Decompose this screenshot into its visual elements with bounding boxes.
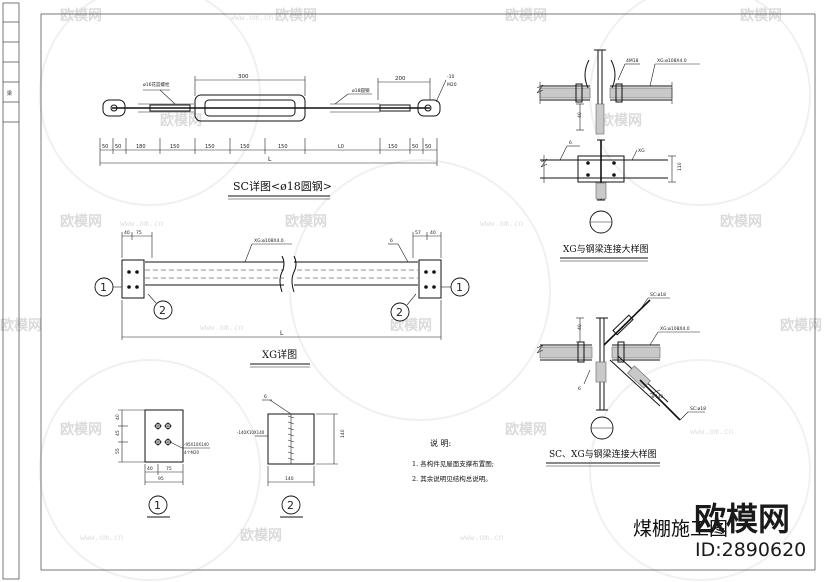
watermark-brand: 欧模网 — [740, 7, 782, 24]
xgbeam-detail-title: XG与钢梁连接大样图 — [563, 243, 649, 255]
sheet-border: 梁 — [2, 2, 816, 580]
xg-callout-1-left: 1 — [100, 281, 107, 294]
part2-tag-left: -140X10X140 — [237, 430, 265, 435]
watermark-url: www.om.cn — [690, 427, 734, 436]
watermark-brand: 欧模网 — [780, 317, 822, 334]
xgbeam-tag-xg: XG — [638, 148, 645, 154]
scxg-tag-xg: XG:ø108X4.0 — [660, 326, 690, 332]
sc-dim-bottom: 150 — [240, 144, 250, 150]
xg-detail: 40 75 57 40 XG:ø108X4.0 6 L 1 2 1 2 XG详图 — [94, 230, 470, 368]
watermark-url: www.om.cn — [230, 13, 274, 22]
xg-dim-left: 75 — [136, 230, 142, 236]
sc-dim-bottom: 150 — [205, 144, 215, 150]
sc-dim-bottom: 50 — [425, 144, 431, 150]
sc-dim-top-right: 200 — [395, 76, 406, 82]
watermark-brand: 欧模网 — [160, 112, 202, 129]
part1-dim-side: 55 — [115, 448, 121, 454]
sc-dim-bottom: 50 — [102, 144, 108, 150]
xg-dim-right: 40 — [430, 230, 436, 236]
drawing-title: 煤棚施工图 — [633, 518, 728, 540]
sc-dim-bottom: L0 — [338, 144, 344, 150]
watermark-brand: 欧模网 — [0, 317, 42, 334]
part1-label: 1 — [154, 499, 161, 512]
sc-detail-title: SC详图<ø18圆钢> — [233, 179, 332, 193]
sc-tag-mid: ø18圆钢 — [352, 87, 370, 94]
sc-xg-beam-detail: SC:ø18 XG:ø108X4.0 SC:ø18 -8-140 40 6 SC… — [536, 292, 706, 467]
sc-detail: 300 200 ø16花篮螺栓 ø18圆钢 -10 M20 — [99, 74, 457, 200]
part1-tag-bolts: 4个M20 — [184, 450, 200, 455]
watermark-brand: 欧模网 — [60, 7, 102, 24]
brand-id-label: ID:2890620 — [695, 539, 806, 561]
drawing-title-block: 煤棚施工图 欧模网 ID:2890620 — [633, 500, 806, 561]
xg-dim-left: 40 — [124, 230, 130, 236]
watermark-brand: 欧模网 — [240, 527, 282, 544]
sc-dim-bottom: 150 — [388, 144, 398, 150]
part-2: 6 -140X10X140 140 140 2 — [237, 394, 346, 518]
part1-dim-total: 95 — [158, 476, 164, 482]
sc-tag-right-top: -10 — [447, 74, 454, 80]
part1-dim-bottom: 75 — [166, 466, 172, 472]
notes: 说 明: 1. 各构件见屋面支撑布置图; 2. 其余说明见结构总说明。 — [412, 438, 494, 483]
watermark-brand: 欧模网 — [505, 421, 547, 438]
part1-dim-side: 40 — [115, 414, 121, 420]
part-1: 40 45 55 40 75 95 -95X10X140 4个M20 1 — [115, 409, 210, 518]
watermark-brand: 欧模网 — [60, 213, 102, 230]
sc-dim-total: L — [268, 156, 272, 163]
scxg-dim-left: 40 — [577, 324, 583, 330]
scxg-dim-a: 6 — [578, 386, 581, 392]
xgbeam-tag-pipe: XG:ø108X4.0 — [657, 58, 687, 64]
sc-tag-left: ø16花篮螺栓 — [143, 81, 170, 88]
xgbeam-tag-bolt: 4M18 — [626, 58, 639, 64]
xg-tag-right: 6 — [390, 238, 393, 244]
notes-item: 1. 各构件见屋面支撑布置图; — [412, 459, 494, 468]
part2-dim-bottom: 140 — [285, 476, 294, 482]
part1-dim-side: 45 — [115, 430, 121, 436]
sc-dim-bottom: 150 — [170, 144, 180, 150]
xgbeam-tag-weld: 6 — [569, 140, 572, 146]
xg-detail-title: XG详图 — [262, 348, 297, 361]
xgbeam-dim-side: 110 — [677, 162, 683, 171]
part2-dim-side: 140 — [340, 429, 346, 438]
scxg-tag-plate: -8-140 — [650, 394, 664, 399]
watermark-url: www.om.cn — [80, 533, 124, 542]
xg-dim-right: 57 — [415, 230, 421, 236]
xg-callout-2-left: 2 — [159, 304, 166, 317]
part1-dim-bottom: 40 — [147, 466, 153, 472]
xg-callout-1-right: 1 — [456, 281, 463, 294]
watermark-url: www.om.cn — [120, 219, 164, 228]
watermark-brand: 欧模网 — [60, 421, 102, 438]
scxg-detail-title: SC、XG与钢梁连接大样图 — [549, 448, 657, 460]
watermark-brand: 欧模网 — [720, 213, 762, 230]
notes-item: 2. 其余说明见结构总说明。 — [412, 474, 492, 483]
watermark-brand: 欧模网 — [505, 7, 547, 24]
xg-callout-2-right: 2 — [396, 306, 403, 319]
title-block-label: 梁 — [7, 90, 12, 97]
sc-dim-bottom: 150 — [278, 144, 288, 150]
part2-tag-top: 6 — [264, 394, 267, 400]
sc-dim-bottom: 180 — [136, 144, 146, 150]
brand-logo-text: 欧模网 — [694, 500, 790, 538]
sc-dim-bottom: 50 — [412, 144, 418, 150]
part2-label: 2 — [287, 499, 294, 512]
sc-tag-right-bot: M20 — [447, 82, 457, 88]
xgbeam-dim-left: 40 — [577, 112, 583, 118]
watermark-url: www.om.cn — [200, 323, 244, 332]
sc-dim-bottom: 50 — [115, 144, 121, 150]
scxg-tag-sc-bot: SC:ø18 — [690, 406, 706, 412]
watermark-brand: 欧模网 — [285, 213, 327, 230]
watermark-url: www.om.cn — [480, 219, 524, 228]
sc-dim-top-middle: 300 — [238, 74, 249, 80]
watermark-url: www.om.cn — [460, 533, 504, 542]
xg-tag-pipe: XG:ø108X4.0 — [254, 238, 284, 244]
watermark-brand: 欧模网 — [275, 7, 317, 24]
xg-dim-total: L — [280, 330, 284, 337]
xg-beam-detail: 4M18 XG:ø108X4.0 40 6 XG 110 XG — [536, 49, 700, 262]
notes-title: 说 明: — [430, 438, 451, 448]
part1-tag-plate: -95X10X140 — [184, 442, 209, 447]
watermark-brand: 欧模网 — [600, 112, 642, 129]
scxg-tag-sc-top: SC:ø18 — [650, 292, 666, 298]
